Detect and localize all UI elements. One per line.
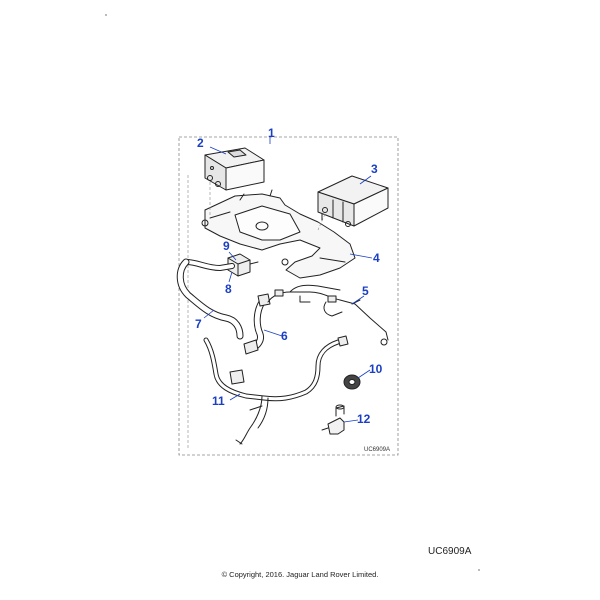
image-code: UC6909A — [364, 447, 391, 453]
bracket-icon — [201, 189, 356, 279]
harness-icon — [267, 284, 389, 346]
assembly-frame-icon — [178, 136, 399, 456]
reference-code: UC6909A — [428, 546, 472, 557]
grommet-icon — [343, 374, 361, 390]
hose-icon-6 — [243, 293, 271, 355]
callout-7: 7 — [195, 317, 202, 331]
callout-2: 2 — [197, 136, 204, 150]
callout-1: 1 — [268, 126, 275, 140]
callout-6: 6 — [281, 329, 288, 343]
copyright-notice: © Copyright, 2016. Jaguar Land Rover Lim… — [221, 570, 379, 579]
connector-icon — [321, 404, 345, 435]
pipe-assembly-icon — [203, 335, 349, 445]
callout-10: 10 — [369, 362, 383, 376]
callout-3: 3 — [371, 162, 378, 176]
corner-mark-top — [105, 14, 107, 16]
callout-12: 12 — [357, 412, 371, 426]
callout-11: 11 — [212, 394, 225, 408]
callout-8: 8 — [225, 282, 232, 296]
hose-icon-8 — [183, 259, 235, 271]
callout-4: 4 — [373, 251, 380, 265]
module-box-icon — [204, 147, 265, 191]
hose-icon-7 — [176, 258, 244, 340]
corner-mark-bottom — [478, 569, 480, 571]
valve-icon — [223, 253, 259, 277]
canister-icon — [317, 175, 389, 227]
callout-5: 5 — [362, 284, 369, 298]
callout-9: 9 — [223, 239, 230, 253]
